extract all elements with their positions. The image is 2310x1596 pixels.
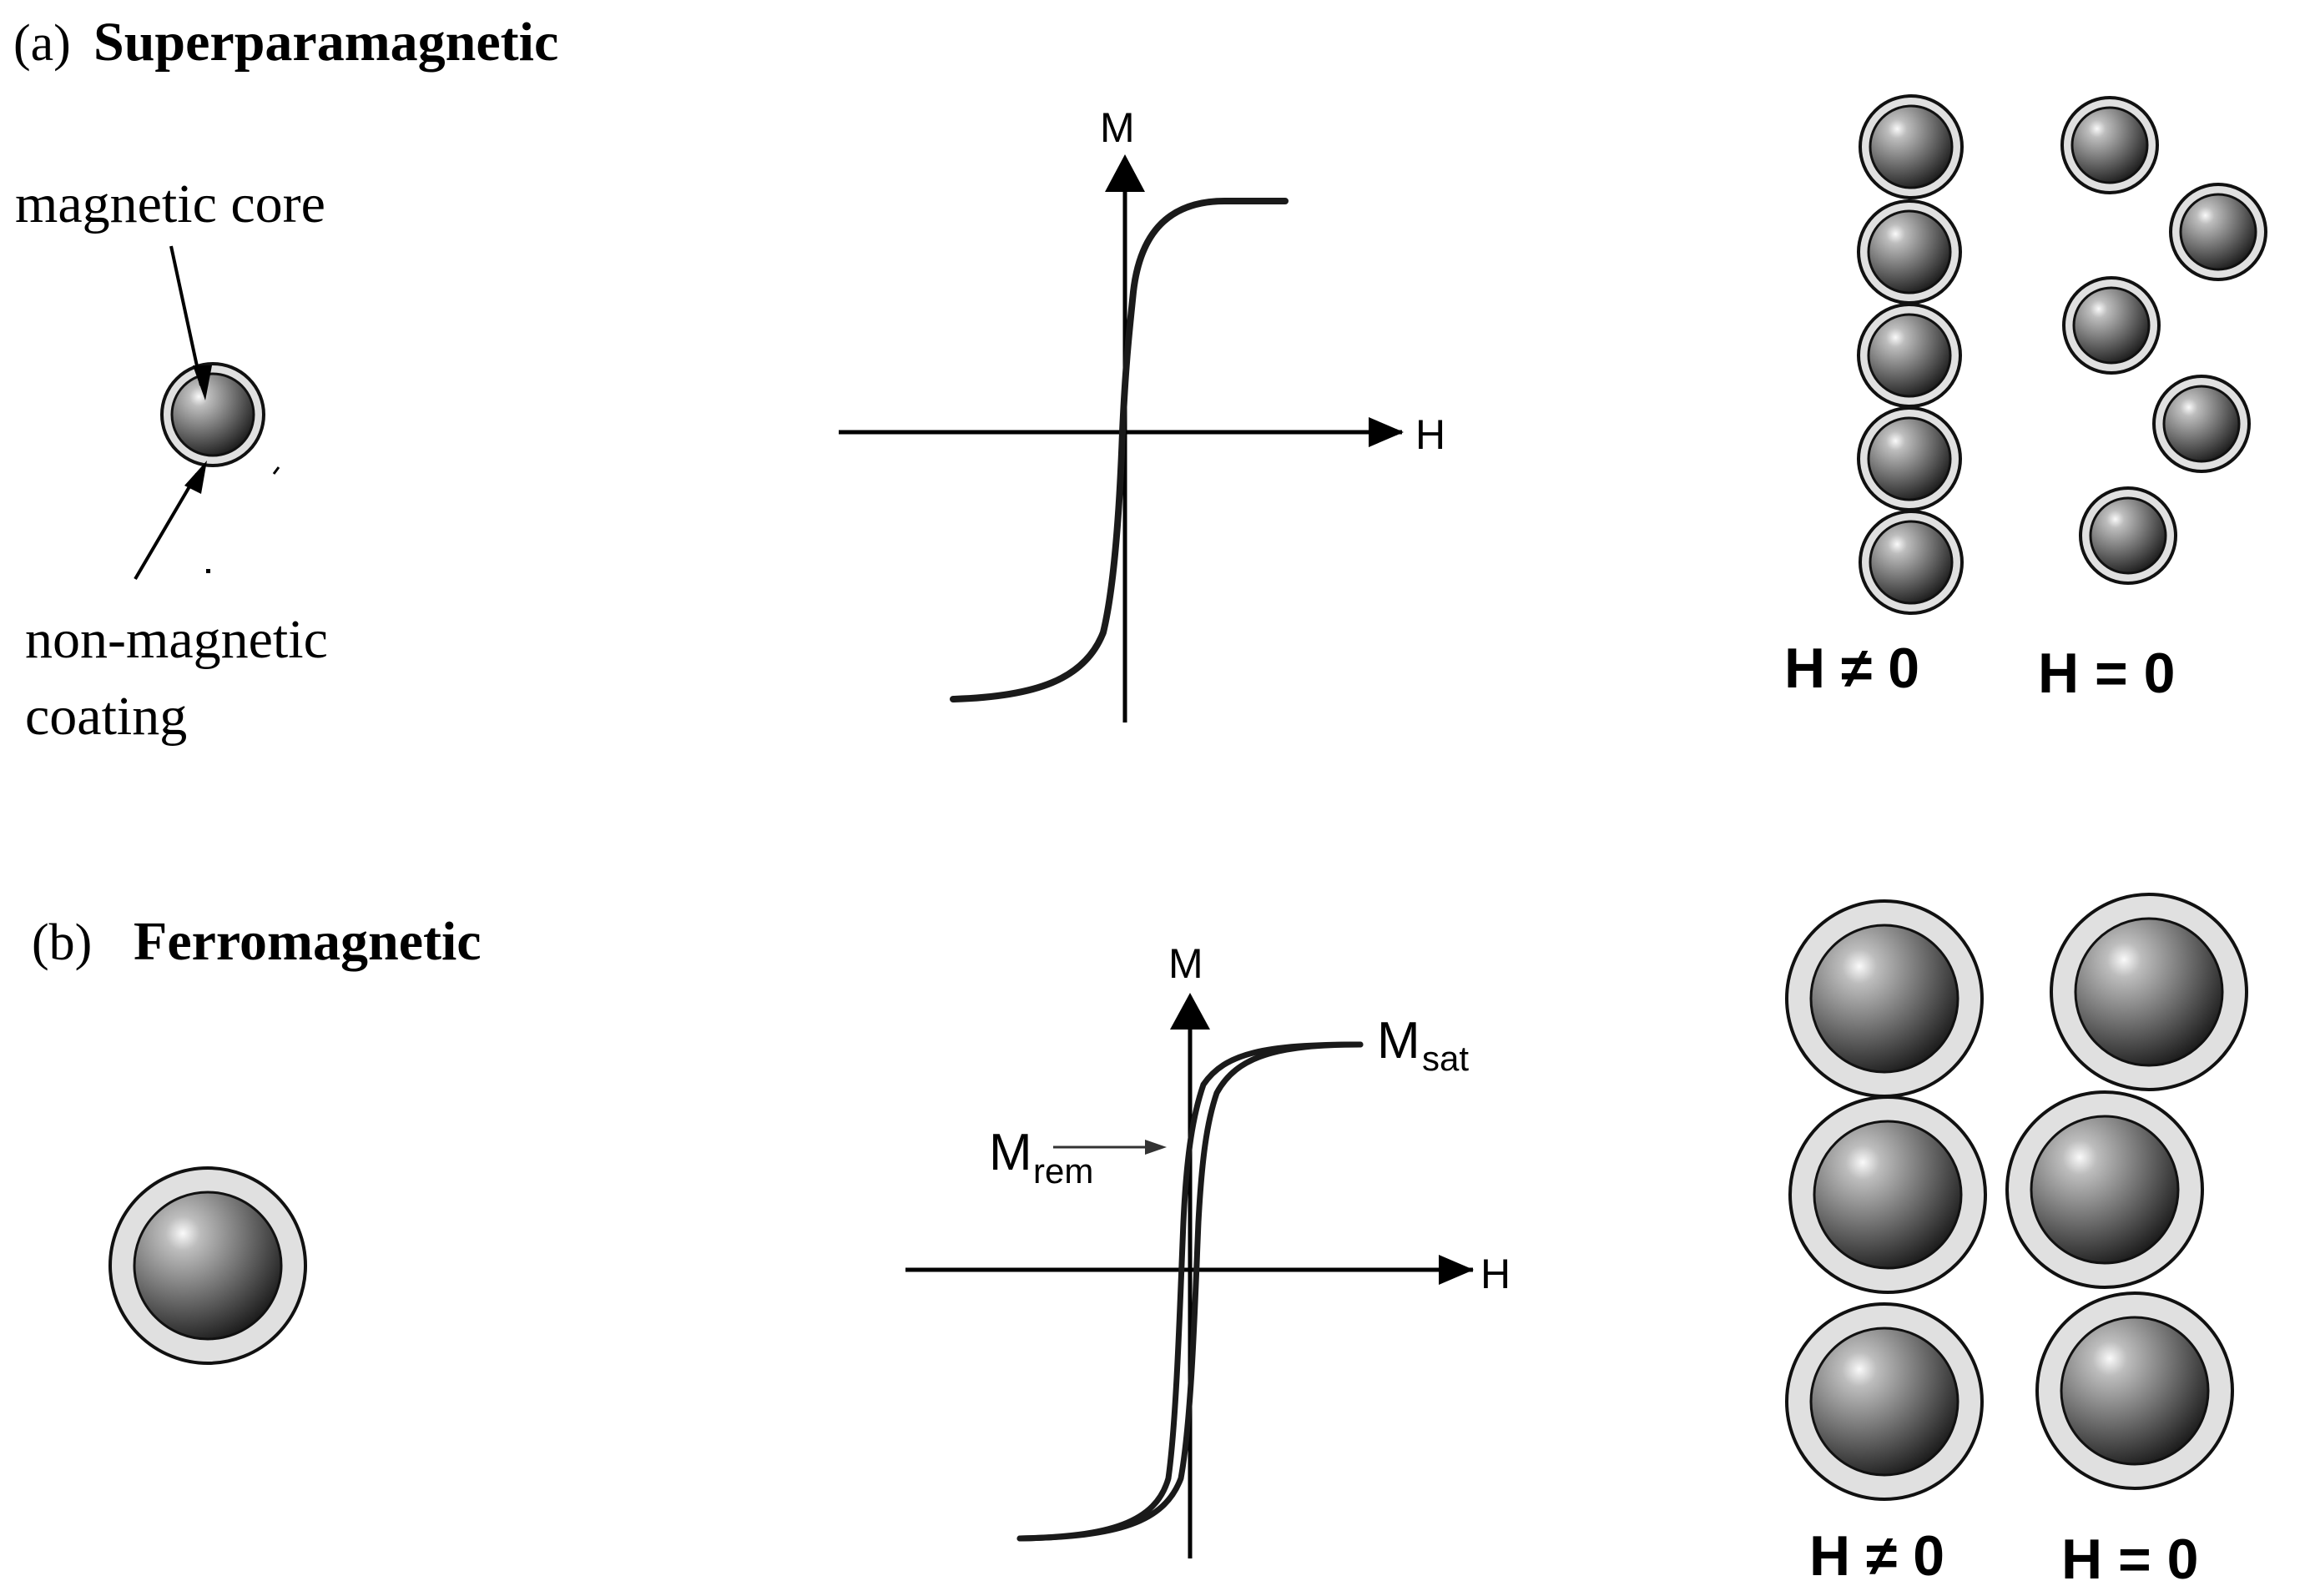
field-on-label-b: H ≠ 0	[1809, 1524, 1944, 1588]
m-sat-main: M	[1377, 1012, 1420, 1070]
particles-field-on-a	[1857, 94, 1964, 615]
panel-b-letter: (b)	[32, 914, 92, 971]
graph-a-h-label: H	[1415, 411, 1445, 458]
field-off-label-b: H = 0	[2061, 1528, 2198, 1591]
magnetization-curve-b-lower	[1016, 1041, 1364, 1542]
particle-core	[2060, 1316, 2210, 1466]
field-on-label-a: H ≠ 0	[1784, 637, 1919, 700]
panel-a-letter: (a)	[13, 15, 71, 72]
magnetic-core-label: magnetic core	[15, 174, 325, 234]
coating-label-line1: non-magnetic	[25, 609, 328, 670]
graph-b-h-label: H	[1480, 1251, 1511, 1297]
large-particle	[108, 1166, 307, 1365]
particle-core	[1867, 313, 1952, 398]
panel-a: (a) Superparamagnetic magnetic core non-…	[13, 12, 2267, 747]
core-pointer-arrow	[169, 245, 212, 400]
particles-field-off-a	[2060, 96, 2267, 585]
particle-core	[1869, 104, 1954, 189]
particle-core	[2070, 106, 2149, 184]
graph-b: M H M sat M rem	[905, 940, 1511, 1558]
coating-label-line2: coating	[25, 686, 187, 747]
m-rem-subscript: rem	[1033, 1151, 1093, 1191]
particle-core	[1869, 520, 1954, 605]
particles-field-on-b	[1785, 899, 1987, 1501]
particle-core	[2074, 917, 2224, 1067]
particle-core	[2179, 193, 2257, 271]
particle-core	[1809, 924, 1959, 1074]
particle-core	[1809, 1327, 1959, 1477]
magnetization-curve-b-upper	[1016, 1041, 1364, 1542]
graph-a: M H	[839, 104, 1445, 722]
particle-core	[1813, 1120, 1963, 1270]
m-sat-label: M sat	[1377, 1012, 1469, 1078]
particle-core	[2162, 385, 2241, 463]
particles-field-off-b	[2005, 893, 2248, 1490]
stray-mark	[272, 466, 280, 475]
graph-b-m-arrowhead	[1170, 993, 1210, 1030]
m-rem-label: M rem	[989, 1124, 1093, 1191]
particle-core	[133, 1191, 283, 1341]
panel-b-title: Ferromagnetic	[134, 911, 482, 972]
small-particle	[160, 362, 265, 467]
m-sat-subscript: sat	[1422, 1039, 1469, 1078]
graph-b-m-label: M	[1168, 940, 1203, 987]
field-off-label-a: H = 0	[2038, 642, 2175, 705]
panel-b: (b) Ferromagnetic M H M sat M rem	[32, 893, 2248, 1591]
particle-core	[1867, 209, 1952, 295]
particle-core	[170, 372, 255, 457]
magnetization-curve-a	[950, 197, 1289, 702]
graph-a-m-arrowhead	[1105, 154, 1145, 192]
graph-a-m-label: M	[1100, 104, 1135, 151]
particle-core	[2030, 1115, 2180, 1265]
coating-pointer-arrow	[134, 461, 207, 581]
particle-core	[1867, 416, 1952, 501]
m-rem-arrow	[1053, 1140, 1167, 1155]
particle-core	[2089, 496, 2167, 575]
graph-a-h-arrowhead	[1369, 417, 1404, 447]
particle-core	[2072, 286, 2151, 365]
stray-dot	[206, 569, 210, 573]
graph-b-h-arrowhead	[1439, 1255, 1474, 1285]
m-rem-main: M	[989, 1124, 1032, 1181]
panel-a-title: Superparamagnetic	[93, 12, 558, 73]
